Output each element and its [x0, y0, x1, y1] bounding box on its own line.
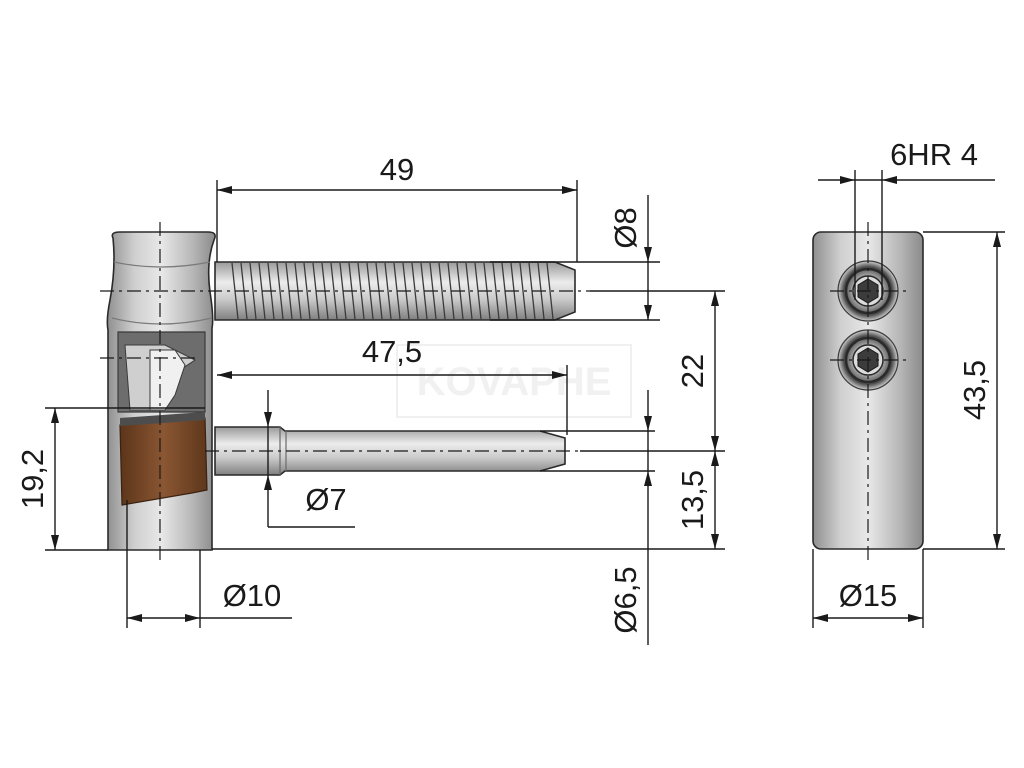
- watermark-text: KOVAPHE: [417, 360, 612, 404]
- hinge-side-view: [100, 222, 590, 560]
- dimension-labels: 49 47,5 Ø7 Ø10 Ø15 6HR 4 Ø8 22 13,5 Ø6,5…: [15, 137, 992, 634]
- watermark: KOVAPHE: [396, 344, 632, 418]
- dim-47-5: 47,5: [362, 334, 422, 369]
- smooth-pin: [214, 426, 566, 476]
- dim-6-5: Ø6,5: [608, 566, 643, 633]
- dim-6hr4: 6HR 4: [890, 137, 978, 172]
- dim-19-2: 19,2: [15, 449, 50, 509]
- threaded-bolt: [214, 261, 576, 321]
- front-dimension-lines: [812, 170, 1005, 628]
- dimension-lines: [45, 180, 725, 645]
- dim-49: 49: [380, 152, 414, 187]
- dim-13-5: 13,5: [675, 470, 710, 530]
- dim-7: Ø7: [305, 482, 346, 517]
- dim-43-5: 43,5: [957, 360, 992, 420]
- dim-15: Ø15: [839, 578, 898, 613]
- dim-22: 22: [675, 354, 710, 388]
- hinge-front-view: [812, 222, 924, 560]
- hinge-body: [106, 231, 216, 551]
- dim-8: Ø8: [608, 207, 643, 248]
- dim-10: Ø10: [223, 578, 282, 613]
